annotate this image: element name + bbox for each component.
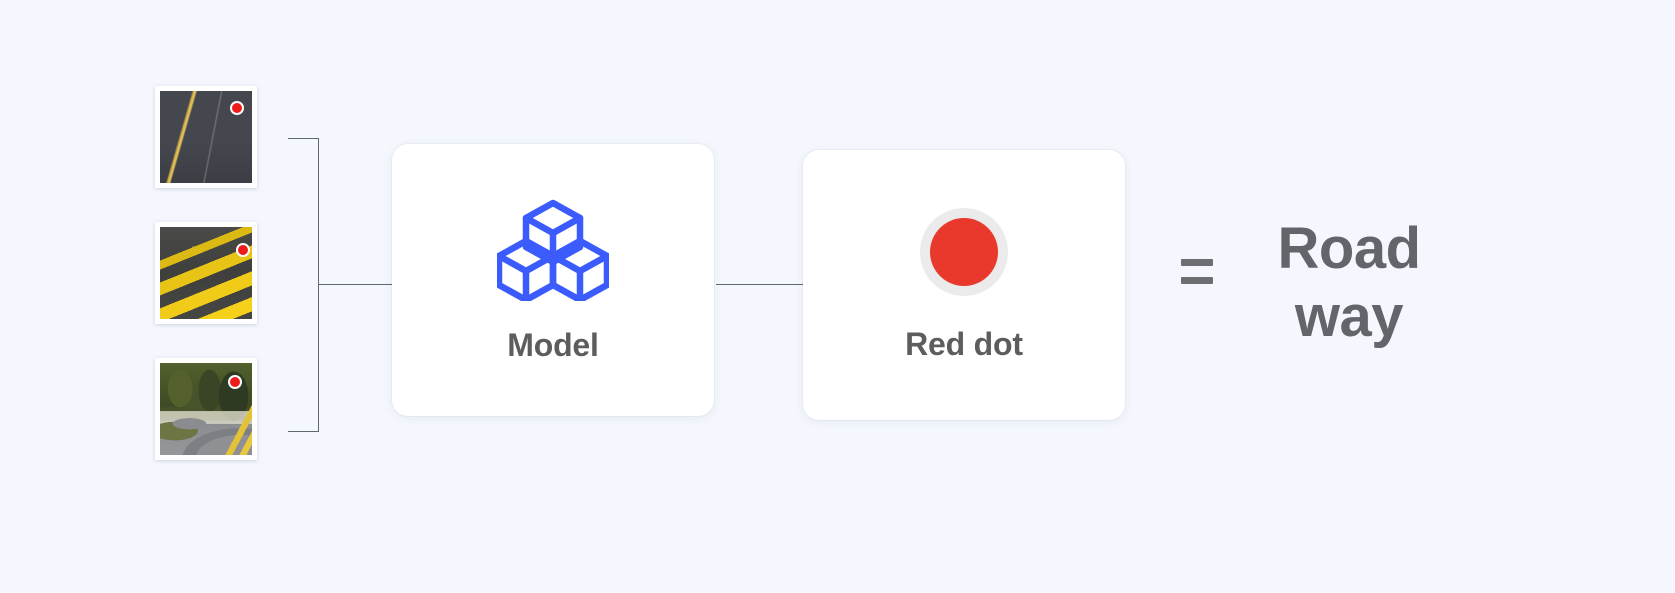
equals-bar-top — [1181, 259, 1213, 266]
bracket-spine — [318, 138, 319, 432]
result-line-1: Road — [1277, 216, 1422, 281]
output-card[interactable]: Red dot — [803, 150, 1125, 420]
model-card-label: Model — [507, 326, 599, 363]
bracket-stub-top — [288, 138, 319, 139]
red-dot-annotation-icon — [230, 101, 244, 115]
red-dot-annotation-icon — [236, 243, 250, 257]
bracket-stub-bottom — [288, 431, 319, 432]
model-card[interactable]: Model — [392, 144, 714, 416]
red-dot-annotation-icon — [228, 375, 242, 389]
cubes-icon — [497, 197, 609, 301]
equals-bar-bottom — [1181, 277, 1213, 284]
thumbnail-image-mountain-road — [160, 91, 252, 183]
red-dot-icon — [920, 207, 1008, 296]
list-item[interactable] — [155, 222, 257, 324]
input-thumbnail-list — [155, 86, 257, 460]
list-item[interactable] — [155, 86, 257, 188]
result-line-2: way — [1294, 284, 1404, 350]
equals-icon — [1181, 259, 1215, 284]
connector-model-to-output — [716, 284, 804, 285]
output-card-label: Red dot — [905, 325, 1023, 362]
photo-crosswalk — [160, 227, 252, 319]
connector-inputs-to-model — [318, 284, 392, 285]
thumbnail-image-forest-road — [160, 363, 252, 455]
result-text: Road way — [1252, 215, 1446, 352]
list-item[interactable] — [155, 358, 257, 460]
thumbnail-image-crosswalk — [160, 227, 252, 319]
bracket-connector — [288, 138, 320, 432]
red-dot-fill — [930, 217, 998, 286]
